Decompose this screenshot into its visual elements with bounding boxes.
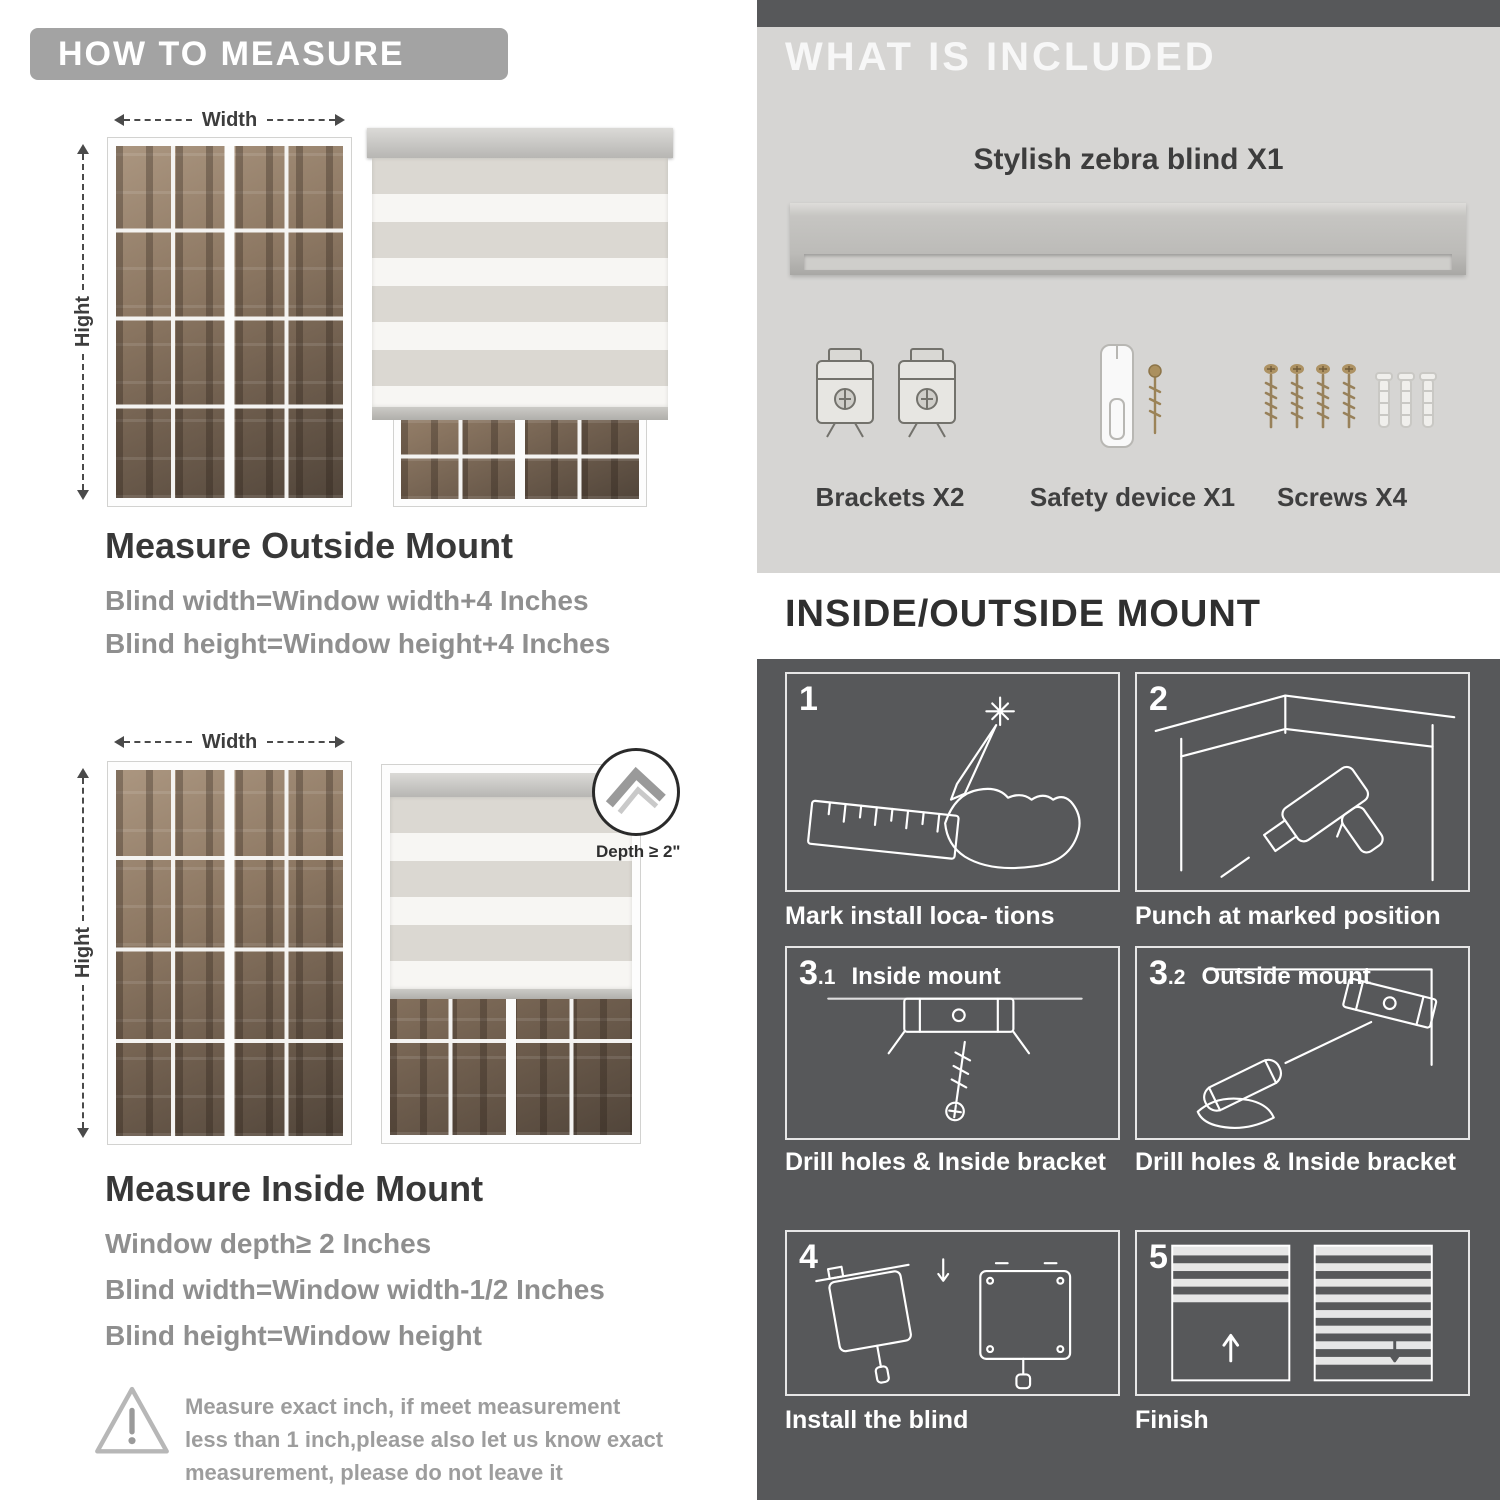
- arrowhead-down-icon: [77, 490, 89, 506]
- window-illustration: [108, 138, 351, 506]
- inside-outside-mount-heading: INSIDE/OUTSIDE MOUNT: [785, 593, 1262, 635]
- step-caption-1: Mark install loca- tions: [785, 902, 1055, 930]
- what-is-included-panel: WHAT IS INCLUDED Stylish zebra blind X1: [757, 27, 1500, 573]
- blind-bottom-rail: [372, 407, 668, 420]
- outside-bracket-illustration: [1196, 968, 1438, 1129]
- zebra-blind-stripes: [390, 797, 632, 989]
- outside-mount-heading: Measure Outside Mount: [105, 525, 514, 566]
- step-box-2: 2: [1135, 672, 1470, 892]
- arrowhead-right-icon: [335, 736, 351, 748]
- arrowhead-up-icon: [77, 138, 89, 154]
- step-box-3-2: 3 .2 Outside mount: [1135, 946, 1470, 1140]
- step-caption-3-1: Drill holes & Inside bracket: [785, 1148, 1106, 1176]
- what-is-included-banner: WHAT IS INCLUDED: [785, 35, 1217, 79]
- safety-device-label: Safety device X1: [1029, 482, 1236, 512]
- window-muntins: [116, 146, 343, 498]
- zebra-blind-headrail-illustration: [790, 203, 1466, 275]
- blind-bottom-rail: [390, 989, 632, 999]
- width-measure-arrow: Width: [108, 730, 351, 754]
- outside-mount-blind-illustration: [367, 128, 673, 508]
- brackets-icon: [809, 345, 963, 441]
- inside-mount-line1: Window depth≥ 2 Inches: [105, 1228, 432, 1259]
- outside-mount-line2: Blind height=Window height+4 Inches: [105, 628, 611, 659]
- inside-mount-line2: Blind width=Window width-1/2 Inches: [105, 1274, 605, 1305]
- how-to-measure-banner: HOW TO MEASURE: [30, 28, 508, 80]
- step-box-1: 1: [785, 672, 1120, 892]
- inside-mount-blind-illustration: [382, 765, 640, 1143]
- step-caption-2: Punch at marked position: [1135, 902, 1441, 930]
- blind-headrail: [367, 128, 673, 158]
- finish-blinds-illustration: [1171, 1244, 1433, 1382]
- height-label: Hight: [71, 927, 94, 979]
- width-measure-arrow: Width: [108, 108, 351, 132]
- step-caption-3-2: Drill holes & Inside bracket: [1135, 1148, 1456, 1176]
- arrowhead-up-icon: [77, 762, 89, 778]
- step-number: 1: [799, 680, 818, 718]
- depth-magnifier-icon: [592, 748, 680, 836]
- arrowhead-left-icon: [108, 114, 124, 126]
- right-panel: WHAT IS INCLUDED Stylish zebra blind X1: [757, 0, 1500, 1500]
- step-box-5: 5: [1135, 1230, 1470, 1396]
- step-caption-4: Install the blind: [785, 1406, 969, 1434]
- height-measure-arrow: Hight: [72, 762, 94, 1144]
- drill-illustration: [1154, 694, 1456, 882]
- inside-mount-line3: Blind height=Window height: [105, 1320, 482, 1351]
- depth-callout-label: Depth ≥ 2": [596, 842, 681, 861]
- outside-mount-line1: Blind width=Window width+4 Inches: [105, 585, 589, 616]
- arrowhead-left-icon: [108, 736, 124, 748]
- step-box-4: 4: [785, 1230, 1120, 1396]
- step-caption-5: Finish: [1135, 1406, 1209, 1434]
- inside-mount-heading: Measure Inside Mount: [105, 1168, 484, 1209]
- warning-triangle-icon: [95, 1386, 169, 1454]
- blind-headrail: [390, 773, 632, 797]
- measurement-warning-text: Measure exact inch, if meet measurement …: [185, 1394, 664, 1485]
- mark-location-illustration: [807, 696, 1081, 870]
- step-box-3-1: 3 .1 Inside mount: [785, 946, 1120, 1140]
- arrowhead-right-icon: [335, 114, 351, 126]
- screws-label: Screws X4: [1276, 482, 1408, 512]
- safety-device-icon: [1079, 341, 1179, 453]
- height-measure-arrow: Hight: [72, 138, 94, 506]
- inside-bracket-illustration: [827, 997, 1083, 1122]
- width-label: Width: [201, 108, 258, 131]
- height-label: Hight: [71, 296, 94, 348]
- zebra-blind-product-label: Stylish zebra blind X1: [973, 143, 1284, 176]
- zebra-blind-stripes: [372, 158, 668, 407]
- window-illustration: [108, 762, 351, 1144]
- arrowhead-down-icon: [77, 1128, 89, 1144]
- width-label: Width: [201, 730, 258, 753]
- brackets-label: Brackets X2: [815, 482, 965, 512]
- mount-steps-panel: 1 Mark install loca- tions: [757, 659, 1500, 1500]
- screws-icon: [1255, 357, 1445, 441]
- mount-heading-strip: INSIDE/OUTSIDE MOUNT: [757, 573, 1500, 659]
- install-blind-illustration: [815, 1258, 1072, 1390]
